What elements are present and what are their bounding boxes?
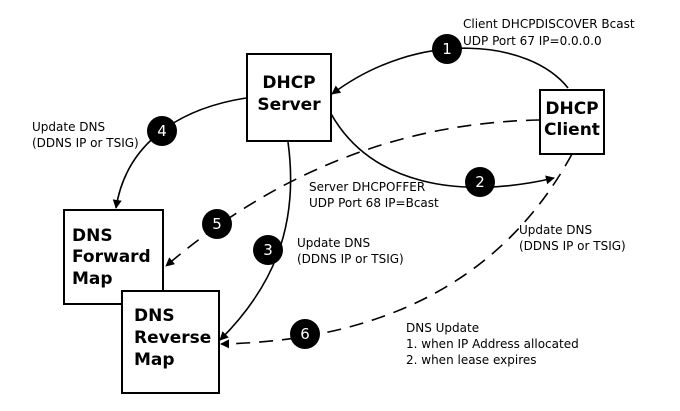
step-number-3: 3 bbox=[263, 241, 273, 259]
step-6-label-line3: 2. when lease expires bbox=[406, 353, 537, 367]
edge-server-to-forward-update bbox=[112, 97, 247, 209]
step-1-label-line1: Client DHCPDISCOVER Bcast bbox=[463, 17, 635, 31]
dhcp-server-line1: DHCP bbox=[262, 73, 315, 93]
step-badge-4: 4 bbox=[147, 116, 177, 146]
step-4-label-line1: Update DNS bbox=[32, 120, 105, 134]
dhcp-client-node: DHCP Client bbox=[539, 89, 605, 155]
edge-server-to-reverse-update bbox=[219, 141, 292, 341]
dns-forward-line2: Forward bbox=[72, 247, 151, 267]
dns-forward-line3: Map bbox=[72, 269, 113, 289]
step-6-label-line1: DNS Update bbox=[406, 321, 479, 335]
step-1-label-line2: UDP Port 67 IP=0.0.0.0 bbox=[463, 34, 602, 48]
step-4-label-line2: (DDNS IP or TSIG) bbox=[32, 136, 139, 150]
dns-forward-line1: DNS bbox=[72, 226, 113, 246]
dns-reverse-line2: Reverse bbox=[134, 328, 211, 348]
client-update-label-line1: Update DNS bbox=[519, 223, 592, 237]
dns-reverse-line3: Map bbox=[134, 350, 175, 370]
step-number-6: 6 bbox=[300, 325, 310, 343]
dns-forward-map-node: DNS Forward Map bbox=[63, 209, 164, 305]
dhcp-client-line2: Client bbox=[544, 120, 600, 140]
step-badge-5: 5 bbox=[202, 209, 232, 239]
step-number-4: 4 bbox=[157, 122, 167, 140]
step-badge-2: 2 bbox=[465, 167, 495, 197]
step-3-label-line2: (DDNS IP or TSIG) bbox=[297, 252, 404, 266]
step-badge-6: 6 bbox=[290, 319, 320, 349]
step-badge-3: 3 bbox=[253, 235, 283, 265]
dns-reverse-map-node: DNS Reverse Map bbox=[121, 290, 220, 394]
step-number-5: 5 bbox=[212, 215, 222, 233]
step-2-label-line2: UDP Port 68 IP=Bcast bbox=[309, 196, 439, 210]
step-6-label-line2: 1. when IP Address allocated bbox=[406, 337, 579, 351]
step-2-label-line1: Server DHCPOFFER bbox=[309, 180, 425, 194]
dns-reverse-line1: DNS bbox=[134, 306, 175, 326]
step-number-1: 1 bbox=[442, 40, 452, 58]
step-badge-1: 1 bbox=[432, 34, 462, 64]
client-update-label-line2: (DDNS IP or TSIG) bbox=[519, 239, 626, 253]
dhcp-server-line2: Server bbox=[257, 95, 321, 115]
step-3-label-line1: Update DNS bbox=[297, 236, 370, 250]
edge-server-to-client-offer bbox=[329, 111, 555, 189]
step-number-2: 2 bbox=[475, 173, 485, 191]
dhcp-client-line1: DHCP bbox=[545, 99, 598, 119]
dhcp-server-node: DHCP Server bbox=[246, 53, 332, 142]
edge-client-to-server-discover bbox=[331, 47, 569, 95]
